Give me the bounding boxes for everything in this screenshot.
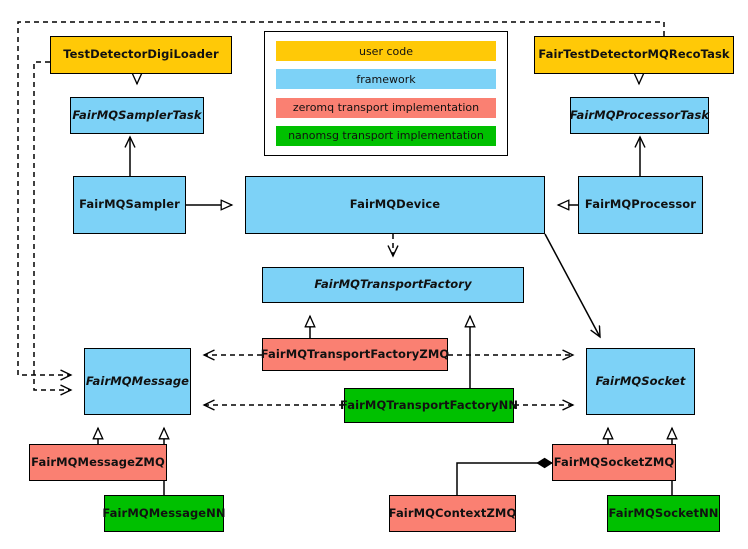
class-node-FairMQSocketZMQ[interactable]: FairMQSocketZMQ (552, 444, 676, 481)
class-node-FairMQProcessorTask[interactable]: FairMQProcessorTask (570, 97, 709, 134)
legend-item-user-code: user code (276, 41, 496, 61)
class-node-label: FairMQSocketZMQ (553, 454, 675, 469)
legend-item-nanomsg: nanomsg transport implementation (276, 125, 496, 146)
class-node-FairMQSamplerTask[interactable]: FairMQSamplerTask (70, 97, 204, 134)
legend-label-framework: framework (356, 72, 416, 86)
legend-label-nanomsg: nanomsg transport implementation (288, 129, 484, 143)
class-node-label: FairMQContextZMQ (388, 505, 517, 520)
class-node-FairMQMessageNN[interactable]: FairMQMessageNN (102, 495, 226, 532)
class-node-FairMQSocket[interactable]: FairMQSocket (586, 348, 695, 415)
class-node-label: FairMQSampler (79, 197, 180, 212)
class-node-label: FairTestDetectorMQRecoTask (538, 47, 730, 62)
class-node-label: FairMQProcessor (584, 197, 697, 212)
class-node-FairMQTransportFactoryZMQ[interactable]: FairMQTransportFactoryZMQ (260, 338, 450, 371)
class-node-FairMQProcessor[interactable]: FairMQProcessor (578, 176, 703, 234)
class-node-label: FairMQTransportFactory (314, 277, 472, 292)
class-node-label: FairMQTransportFactoryNN (339, 397, 519, 412)
class-node-label: FairMQMessageNN (102, 505, 226, 520)
class-node-FairMQSocketNN[interactable]: FairMQSocketNN (607, 495, 720, 532)
class-node-FairMQTransportFactoryNN[interactable]: FairMQTransportFactoryNN (340, 388, 518, 423)
class-node-FairMQSampler[interactable]: FairMQSampler (73, 176, 186, 234)
legend-item-framework: framework (276, 69, 496, 90)
color-legend: user code framework zeromq transport imp… (264, 31, 508, 156)
class-node-FairMQMessage[interactable]: FairMQMessage (84, 348, 191, 415)
edge-digiloader-message (33, 61, 71, 390)
class-node-FairMQContextZMQ[interactable]: FairMQContextZMQ (389, 495, 516, 532)
class-node-label: FairMQSocketNN (608, 505, 719, 520)
edge-device-socket (544, 233, 600, 337)
class-node-label: FairMQSamplerTask (72, 107, 202, 122)
class-node-FairMQTransportFactory[interactable]: FairMQTransportFactory (262, 267, 524, 303)
legend-label-user-code: user code (358, 44, 414, 58)
class-node-FairMQMessageZMQ[interactable]: FairMQMessageZMQ (29, 444, 167, 481)
class-node-TestDetectorDigiLoader[interactable]: TestDetectorDigiLoader (50, 36, 232, 74)
class-node-FairTestDetectorMQRecoTask[interactable]: FairTestDetectorMQRecoTask (534, 36, 734, 74)
class-node-label: FairMQTransportFactoryZMQ (260, 346, 450, 361)
legend-label-zeromq: zeromq transport implementation (292, 101, 480, 115)
class-node-label: FairMQDevice (349, 197, 441, 212)
class-node-FairMQDevice[interactable]: FairMQDevice (245, 176, 545, 234)
class-node-label: FairMQMessage (85, 373, 190, 388)
class-node-label: FairMQProcessorTask (569, 107, 710, 122)
edge-socketzmq-contextzmq (456, 463, 552, 495)
class-node-label: TestDetectorDigiLoader (63, 47, 219, 62)
class-node-label: FairMQMessageZMQ (31, 454, 165, 469)
legend-item-zeromq: zeromq transport implementation (276, 97, 496, 118)
class-node-label: FairMQSocket (595, 373, 686, 388)
